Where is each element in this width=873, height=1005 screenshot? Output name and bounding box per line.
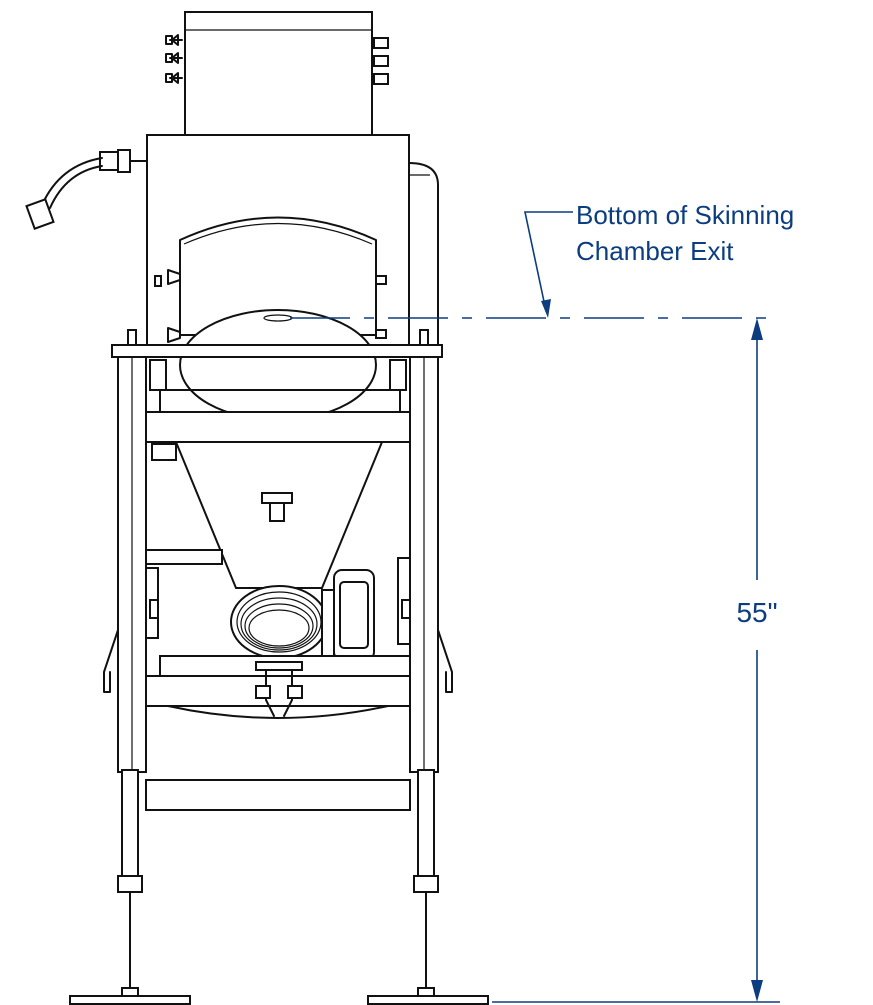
reference-label-line2: Chamber Exit	[576, 236, 734, 266]
threaded-outlet	[230, 585, 328, 659]
frame-top-plate	[111, 329, 443, 413]
discharge-cone	[151, 441, 384, 589]
dimension-arrow-top	[751, 318, 763, 340]
junction-box	[321, 569, 375, 661]
wing-nuts-left	[165, 34, 183, 84]
label-leader-line	[524, 211, 573, 312]
reference-label-line1: Bottom of Skinning	[576, 200, 794, 230]
dimension-annotations: Bottom of Skinning Chamber Exit 55"	[290, 200, 794, 1003]
nuts-right	[373, 37, 389, 85]
frame-cross-bars	[145, 411, 411, 811]
air-hose-fitting	[25, 149, 148, 230]
skinning-chamber-housing	[25, 134, 439, 421]
chamber-door	[179, 216, 377, 421]
top-hopper-box	[165, 11, 389, 137]
bottom-clamp	[159, 655, 411, 717]
dimension-arrow-bottom	[751, 980, 763, 1002]
side-brackets	[145, 549, 411, 645]
height-dimension-label: 55"	[736, 597, 777, 628]
leveling-feet	[69, 769, 489, 1005]
